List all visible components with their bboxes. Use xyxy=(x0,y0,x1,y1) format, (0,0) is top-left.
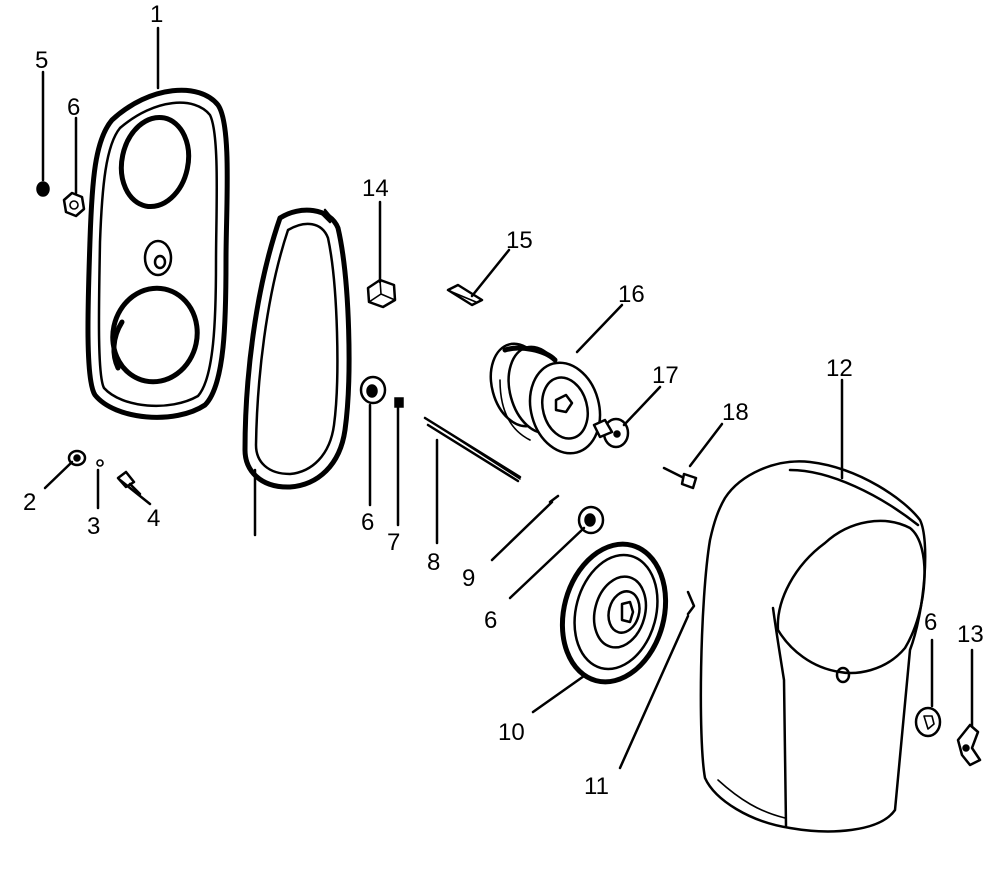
label-part-7: 7 xyxy=(387,529,400,556)
label-part-10: 10 xyxy=(498,719,525,746)
label-part-8: 8 xyxy=(427,549,440,576)
label-part-14: 14 xyxy=(362,175,389,202)
label-part-1: 1 xyxy=(150,1,163,28)
drive-pulley-part-16 xyxy=(489,342,602,455)
label-part-15: 15 xyxy=(506,227,533,254)
hex-nut-part-14 xyxy=(366,278,397,309)
callout-labels: 1 5 6 2 3 4 14 6 7 8 9 15 16 17 18 12 6 … xyxy=(23,1,984,800)
label-part-4: 4 xyxy=(147,505,160,532)
key-part-15 xyxy=(446,283,484,307)
label-part-6-lower: 6 xyxy=(484,607,497,634)
washer-part-6-mid xyxy=(359,375,387,405)
label-part-11: 11 xyxy=(584,773,609,800)
driven-pulley-part-10 xyxy=(559,541,669,685)
key-part-7 xyxy=(394,397,404,408)
washer-part-6-lower xyxy=(577,505,605,535)
label-part-3: 3 xyxy=(87,513,100,540)
washer-part-6-top xyxy=(62,191,86,218)
label-part-18: 18 xyxy=(722,399,749,426)
label-part-6-mid: 6 xyxy=(361,509,374,536)
label-part-17: 17 xyxy=(652,362,679,389)
clip-part-11 xyxy=(686,590,696,616)
bolt-part-17 xyxy=(592,417,630,449)
label-part-6-top: 6 xyxy=(67,94,80,121)
shaft-part-8 xyxy=(423,416,522,483)
label-part-13: 13 xyxy=(957,621,984,648)
label-part-2: 2 xyxy=(23,489,36,516)
label-part-12: 12 xyxy=(826,355,853,382)
belt-guard-back-plate xyxy=(85,87,230,420)
label-part-5: 5 xyxy=(35,47,48,74)
wing-knob-part-13 xyxy=(956,723,982,767)
label-part-16: 16 xyxy=(618,281,645,308)
pin-part-3 xyxy=(96,459,104,467)
label-part-9: 9 xyxy=(462,565,475,592)
screw-part-4 xyxy=(116,470,142,496)
washer-part-6-right xyxy=(914,706,942,738)
nut-part-5 xyxy=(36,181,50,197)
label-part-6-right: 6 xyxy=(924,609,937,636)
bolt-part-18 xyxy=(662,466,698,490)
v-belt xyxy=(242,207,352,490)
front-belt-cover-part-12 xyxy=(699,460,927,833)
leader-lines xyxy=(41,26,974,770)
